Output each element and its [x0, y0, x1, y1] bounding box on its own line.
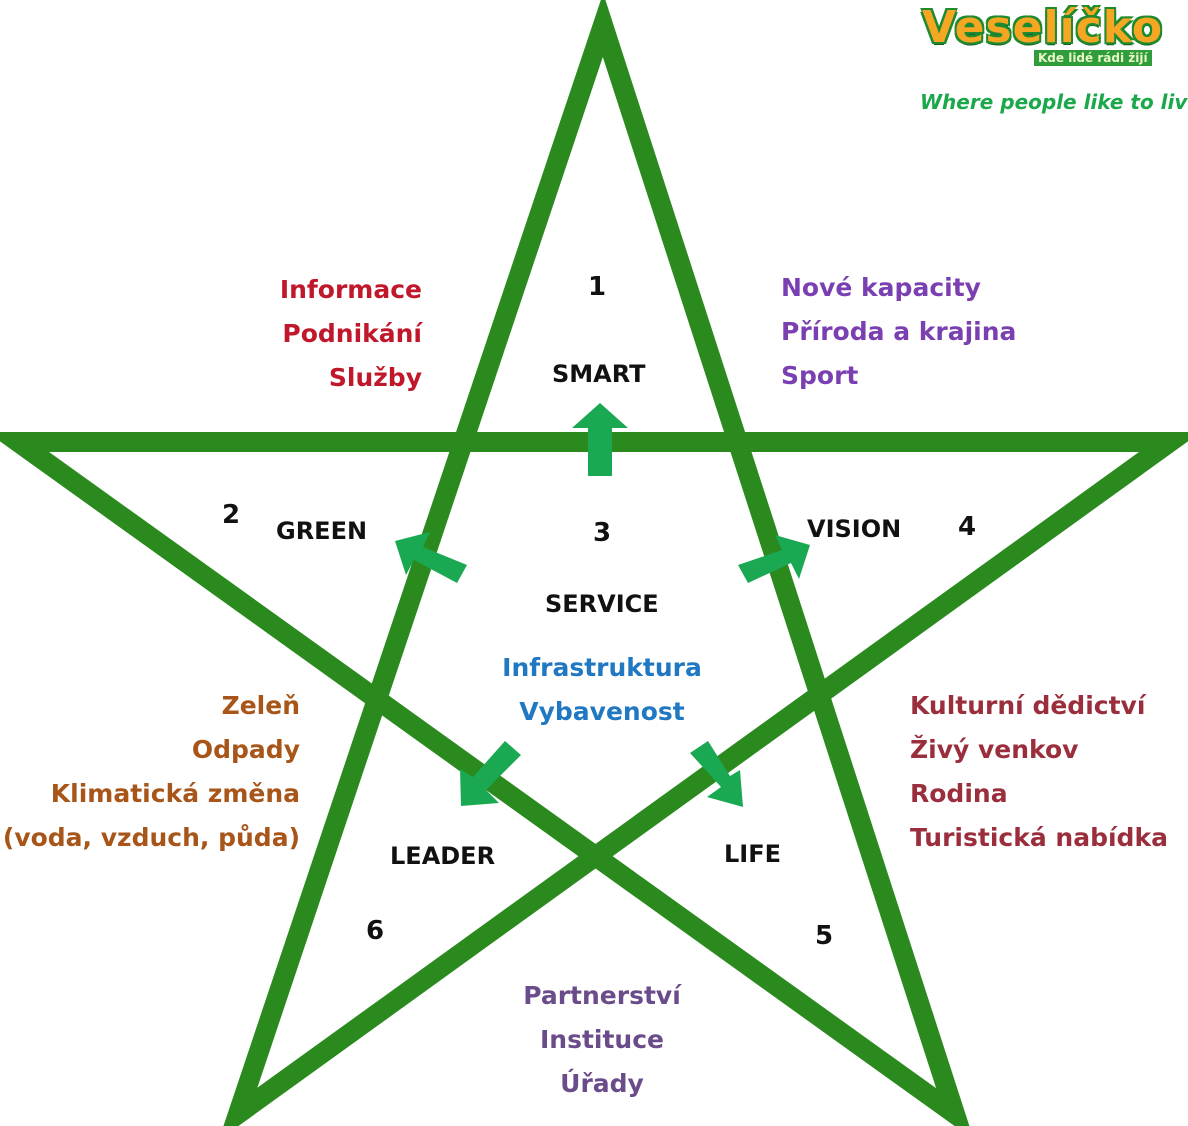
topic-item: Sport	[781, 361, 859, 390]
topic-item: Vybavenost	[519, 697, 685, 726]
node-number-life: 5	[815, 921, 834, 951]
node-label-service: SERVICE	[545, 590, 659, 618]
topic-item: Partnerství	[523, 981, 681, 1010]
topic-item: Příroda a krajina	[781, 317, 1017, 346]
topic-item: Živý venkov	[910, 735, 1079, 764]
node-number-smart: 1	[588, 272, 607, 302]
arrow-left-green-icon	[395, 532, 467, 583]
topic-item: Kulturní dědictví	[910, 691, 1146, 720]
topic-item: Instituce	[539, 1025, 665, 1054]
tagline: Where people like to live	[920, 90, 1188, 114]
topics-service: Infrastruktura Vybavenost	[482, 646, 722, 734]
topic-item: Služby	[328, 363, 422, 392]
arrow-right-vision-icon	[738, 535, 810, 583]
topic-item: Podnikání	[282, 319, 422, 348]
arrow-up-smart-icon	[572, 403, 628, 476]
arrow-down-life-icon	[690, 741, 743, 807]
topics-green: Zeleň Odpady Klimatická změna (voda, vzd…	[3, 684, 300, 860]
topic-item: Infrastruktura	[502, 653, 702, 682]
logo-wordmark: Veselíčko	[922, 2, 1164, 53]
topic-item: (voda, vzduch, půda)	[2, 823, 300, 852]
node-number-vision: 4	[958, 512, 977, 542]
topic-item: Rodina	[910, 779, 1008, 808]
topics-leader: Partnerství Instituce Úřady	[482, 974, 722, 1106]
topic-item: Informace	[279, 275, 422, 304]
node-number-green: 2	[222, 500, 241, 530]
topic-item: Nové kapacity	[781, 273, 981, 302]
topic-item: Zeleň	[221, 691, 300, 720]
node-label-life: LIFE	[724, 840, 782, 868]
node-label-smart: SMART	[552, 360, 646, 388]
topic-item: Úřady	[560, 1069, 644, 1098]
node-label-green: GREEN	[276, 517, 368, 545]
topics-smart: Informace Podnikání Služby	[280, 268, 422, 400]
node-label-vision: VISION	[807, 515, 902, 543]
node-number-service: 3	[593, 518, 612, 548]
topic-item: Odpady	[191, 735, 300, 764]
node-label-leader: LEADER	[390, 842, 496, 870]
logo-subtitle: Kde lidé rádi žijí	[1034, 50, 1152, 66]
topics-life: Kulturní dědictví Živý venkov Rodina Tur…	[910, 684, 1168, 860]
topic-item: Klimatická změna	[50, 779, 300, 808]
topic-item: Turistická nabídka	[910, 823, 1168, 852]
node-number-leader: 6	[366, 916, 385, 946]
topics-vision: Nové kapacity Příroda a krajina Sport	[781, 266, 1016, 398]
logo: Veselíčko Kde lidé rádi žijí	[918, 0, 1188, 80]
arrow-down-leader-icon	[460, 741, 521, 806]
